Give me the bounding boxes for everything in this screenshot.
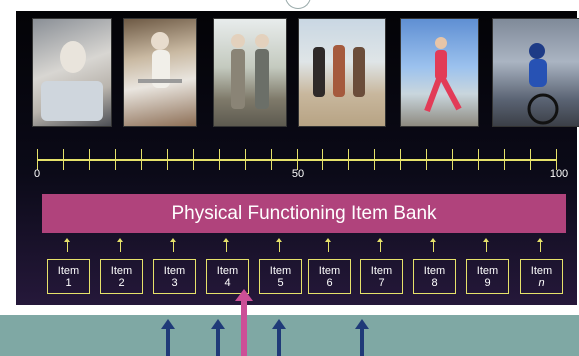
item-label: Item (370, 264, 393, 277)
item-number: 2 (118, 276, 125, 289)
item-number: 6 (326, 276, 333, 289)
scale-tick (426, 149, 428, 170)
scale-tick (374, 149, 376, 170)
item-pointer-arrow-icon (483, 238, 489, 252)
scale-tick (37, 149, 38, 170)
item-pointer-arrow-icon (64, 238, 70, 252)
scale-tick (504, 149, 506, 170)
scale-tick (452, 149, 454, 170)
item-label: Item (110, 264, 133, 277)
item-number: 5 (277, 276, 284, 289)
item-pointer-arrow-icon (430, 238, 436, 252)
scale-tick (166, 149, 168, 170)
scale-tick (244, 149, 246, 170)
scale-tick (192, 149, 194, 170)
scale-tick (270, 149, 272, 170)
scale-tick (322, 149, 324, 170)
scale-tick (296, 149, 298, 170)
item-label: Item (318, 264, 341, 277)
slide: 0 50 100 Physical Functioning Item Bank … (16, 11, 579, 305)
scale-tick (530, 149, 532, 170)
item-pointer-arrow-icon (325, 238, 331, 252)
item-bank-banner: Physical Functioning Item Bank (42, 194, 566, 233)
item-label: Item (476, 264, 499, 277)
item-pointer-arrow-icon (170, 238, 176, 252)
scale-label-0: 0 (33, 168, 41, 180)
item-pointer-arrow-icon (377, 238, 383, 252)
item-number: 8 (431, 276, 438, 289)
item-label: Item (163, 264, 186, 277)
item-label: Item (57, 264, 80, 277)
item-pointer-arrow-icon (117, 238, 123, 252)
scale-tick (62, 149, 64, 170)
scale-tick (556, 149, 557, 170)
item-label: Item (423, 264, 446, 277)
item-bank-title: Physical Functioning Item Bank (171, 202, 437, 224)
selection-arrow-icon (355, 319, 369, 356)
woman-power-walking-photo (400, 18, 479, 127)
item-number: n (538, 276, 545, 289)
item-label: Item (216, 264, 239, 277)
bottom-band (0, 315, 579, 356)
scale-tick (478, 149, 480, 170)
item-number: 4 (224, 276, 231, 289)
scale-label-50: 50 (291, 168, 305, 180)
item-pointer-arrow-icon (276, 238, 282, 252)
item-label: Item (530, 264, 553, 277)
cyclist-racing-photo (492, 18, 579, 127)
item-number: 7 (378, 276, 385, 289)
item-number: 1 (65, 276, 72, 289)
item-pointer-arrow-icon (223, 238, 229, 252)
highlighted-selection-arrow-icon (235, 289, 253, 356)
scale-label-100: 100 (549, 168, 569, 180)
item-number: 9 (484, 276, 491, 289)
bedridden-elderly-person-photo (32, 18, 112, 127)
elderly-woman-with-walker-photo (123, 18, 197, 127)
selection-arrow-icon (161, 319, 175, 356)
scale-tick (114, 149, 116, 170)
scale-tick (348, 149, 350, 170)
scale-tick (400, 149, 402, 170)
item-pointer-arrow-icon (537, 238, 543, 252)
item-number: 3 (171, 276, 178, 289)
item-label: Item (269, 264, 292, 277)
selection-arrow-icon (272, 319, 286, 356)
scale-tick (88, 149, 90, 170)
selection-arrow-icon (211, 319, 225, 356)
women-walking-on-beach-photo (298, 18, 386, 127)
elderly-couple-walking-photo (213, 18, 287, 127)
scale-tick (140, 149, 142, 170)
scale-tick (218, 149, 220, 170)
